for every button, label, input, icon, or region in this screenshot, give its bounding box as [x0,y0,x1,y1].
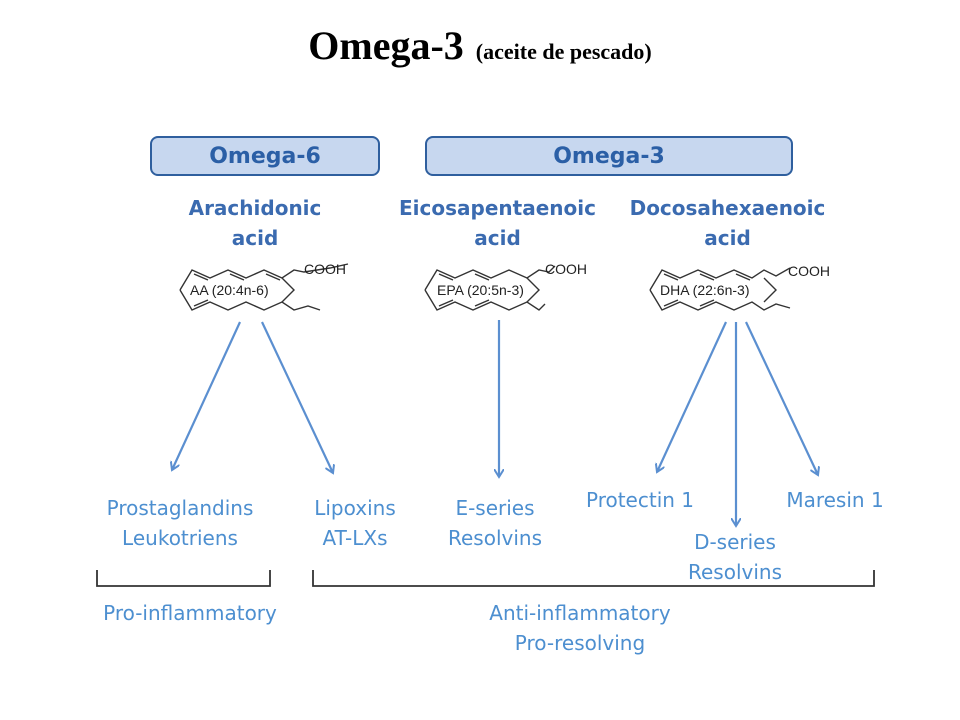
structure-dha-skeleton [649,267,791,311]
product-lipoxins-line1: Lipoxins [314,496,396,520]
product-dseries-line1: D-series [694,530,776,554]
acid-name-dha: Docosahexaenoic acid [615,193,840,253]
product-eseries-line2: Resolvins [447,526,542,550]
product-eseries: E-series Resolvins [425,493,565,553]
product-maresin: Maresin 1 [770,485,900,515]
acid-name-aa-line1: Arachidonic [188,196,322,220]
product-prostaglandins: Prostaglandins Leukotriens [80,493,280,553]
acid-name-epa-line1: Eicosapentaenoic [399,196,596,220]
product-eseries-line1: E-series [455,496,535,520]
title-main: Omega-3 [308,23,464,68]
acid-name-epa: Eicosapentaenoic acid [385,193,610,253]
acid-name-aa-line2: acid [231,226,279,250]
acid-name-dha-line2: acid [704,226,751,250]
page-title: Omega-3 (aceite de pescado) [0,22,960,69]
product-prostaglandins-line2: Leukotriens [122,526,238,550]
structure-aa-cooh: COOH [304,261,346,277]
category-anti-inflammatory: Anti-inflammatory Pro-resolving [460,598,700,658]
product-prostaglandins-line1: Prostaglandins [106,496,254,520]
structure-epa-skeleton [424,265,556,311]
category-anti-label-line2: Pro-resolving [514,631,646,655]
bracket-pro-inflammatory [96,570,271,587]
structure-epa-formula: EPA (20:5n-3) [437,282,524,298]
product-lipoxins: Lipoxins AT-LXs [295,493,415,553]
acid-name-dha-line1: Docosahexaenoic [629,196,826,220]
title-subtitle: (aceite de pescado) [475,39,652,64]
omega6-header-label: Omega-6 [209,143,321,169]
omega6-header: Omega-6 [150,136,380,176]
product-protectin-line1: Protectin 1 [585,488,695,512]
product-dseries-line2: Resolvins [687,560,782,584]
omega3-header-label: Omega-3 [553,143,665,169]
arrow-aa-to-prostaglandins [172,321,241,470]
product-lipoxins-line2: AT-LXs [322,526,388,550]
omega3-header: Omega-3 [425,136,793,176]
category-anti-label-line1: Anti-inflammatory [489,601,671,625]
acid-name-epa-line2: acid [474,226,521,250]
structure-epa-cooh: COOH [545,261,587,277]
arrow-dha-to-protectin [657,321,727,472]
arrow-dha-to-maresin [745,321,818,475]
structure-aa: COOH AA (20:4n-6) [179,261,349,311]
bracket-anti-inflammatory [312,570,875,587]
product-maresin-line1: Maresin 1 [786,488,884,512]
category-pro-label: Pro-inflammatory [103,601,277,625]
structure-dha-cooh: COOH [788,263,830,279]
structure-aa-skeleton [179,263,349,311]
product-protectin: Protectin 1 [565,485,715,515]
product-dseries: D-series Resolvins [665,527,805,587]
structure-aa-formula: AA (20:4n-6) [190,282,269,298]
category-pro-inflammatory: Pro-inflammatory [70,598,310,628]
acid-name-aa: Arachidonic acid [160,193,350,253]
arrow-aa-to-lipoxins [261,321,333,473]
structure-dha-formula: DHA (22:6n-3) [660,282,749,298]
structure-epa: COOH EPA (20:5n-3) [424,261,587,311]
structure-dha: COOH DHA (22:6n-3) [649,263,830,311]
